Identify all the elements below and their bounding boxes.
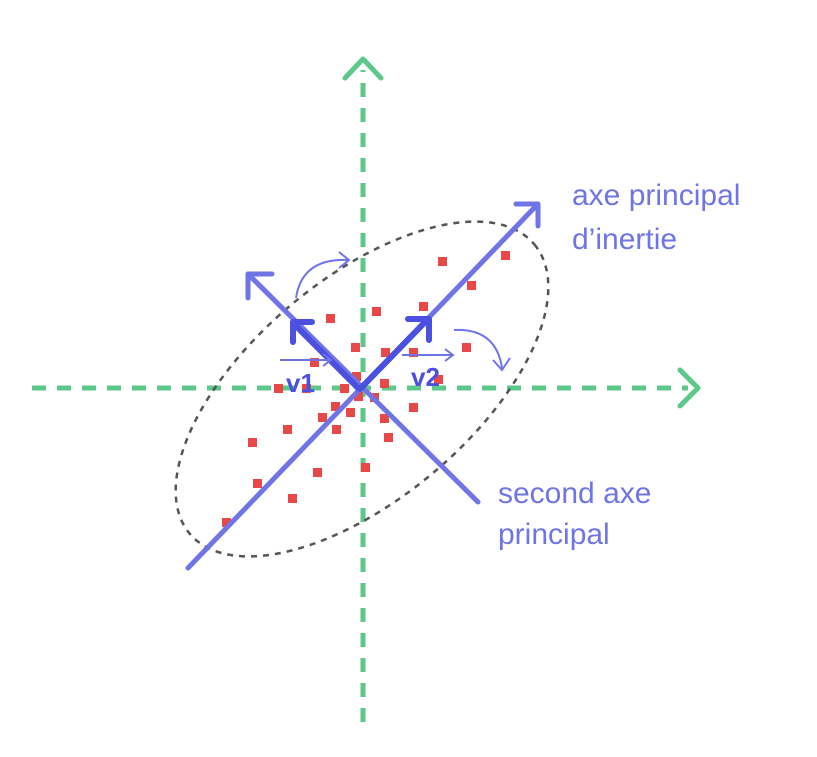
data-point	[501, 251, 510, 260]
data-point	[361, 463, 370, 472]
v2-reference-arrowhead	[444, 348, 455, 362]
data-point	[384, 433, 393, 442]
data-point	[222, 518, 231, 527]
data-point	[381, 348, 390, 357]
rotation-arrow-left-head	[338, 251, 351, 269]
second-principal-axis-arrowhead	[245, 271, 275, 301]
v2-vector	[357, 316, 431, 392]
data-ellipse	[174, 220, 550, 558]
reference-arrows	[280, 348, 455, 367]
data-point	[274, 384, 283, 393]
data-point	[462, 343, 471, 352]
data-point	[340, 384, 349, 393]
data-point	[326, 314, 335, 323]
principal-axis-label-line2: d’inertie	[572, 223, 677, 256]
principal-axis-label-line1: axe principal	[572, 179, 740, 212]
data-point	[346, 408, 355, 417]
data-point	[380, 379, 389, 388]
data-point	[331, 402, 340, 411]
v1-label: v1	[286, 368, 315, 398]
v2-label: v2	[411, 362, 440, 392]
data-point	[310, 358, 319, 367]
v1-vector-arrowhead	[290, 319, 315, 345]
rotation-arrow-right	[453, 328, 503, 369]
v2-vector-arrowhead	[405, 316, 432, 343]
data-point	[380, 414, 389, 423]
data-point	[409, 403, 418, 412]
data-point	[248, 438, 257, 447]
data-point	[409, 348, 418, 357]
rotation-arrows	[295, 251, 511, 372]
data-point	[313, 468, 322, 477]
data-point	[467, 281, 476, 290]
rotation-arrow-left	[295, 258, 349, 299]
y-axis-arrowhead	[342, 56, 384, 81]
data-point	[288, 494, 297, 503]
second-axis-label-line1: second axe	[498, 477, 651, 510]
data-point	[302, 384, 311, 393]
data-point	[253, 479, 262, 488]
data-point	[283, 425, 292, 434]
data-point	[434, 375, 443, 384]
data-point	[438, 257, 447, 266]
data-point	[318, 413, 327, 422]
data-point	[332, 425, 341, 434]
data-point	[354, 392, 363, 401]
data-point	[419, 302, 428, 311]
data-point	[351, 343, 360, 352]
data-point	[352, 372, 361, 381]
data-point	[372, 307, 381, 316]
v1-reference-arrowhead	[322, 353, 333, 367]
x-axis-arrowhead	[677, 367, 701, 409]
second-axis-label-line2: principal	[498, 518, 610, 551]
rotation-arrow-right-head	[492, 357, 511, 372]
first-principal-axis-arrowhead	[513, 201, 541, 229]
